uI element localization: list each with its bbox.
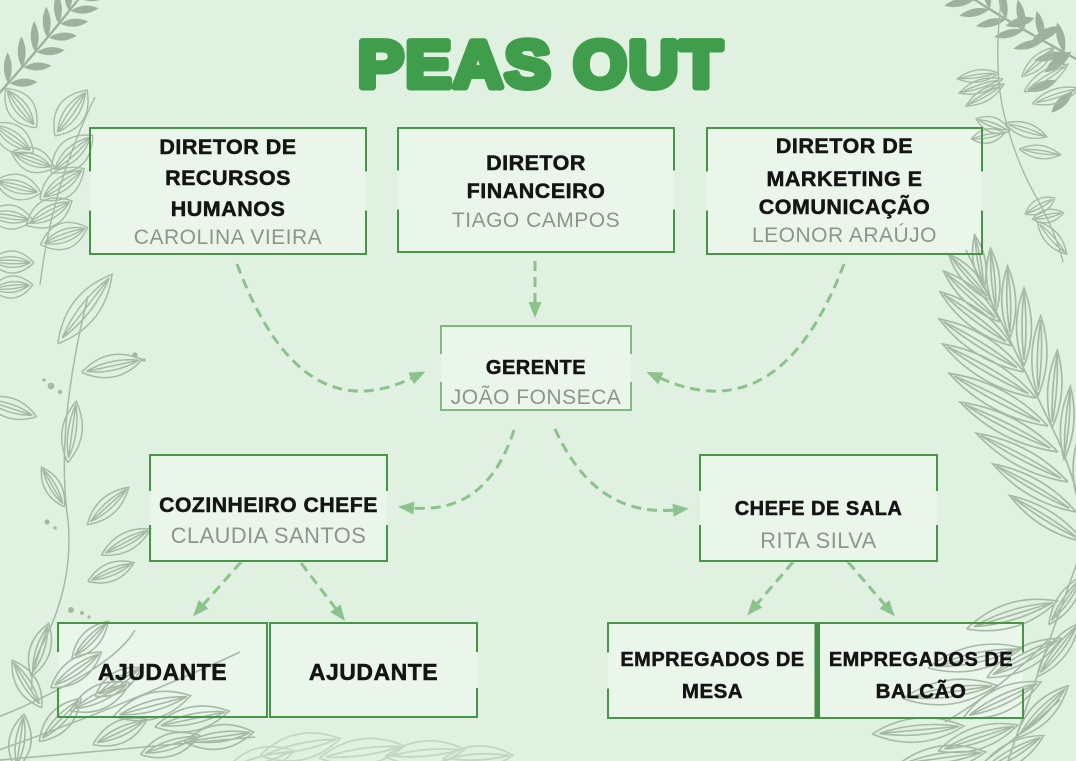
svg-text:PEAS OUT: PEAS OUT [358,27,724,101]
